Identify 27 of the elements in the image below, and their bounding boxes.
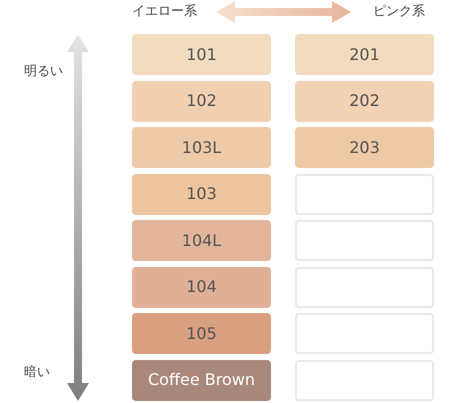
column-heading: ピンク系: [373, 3, 425, 21]
shade-box: [295, 34, 434, 75]
shade-label: 104: [186, 276, 217, 298]
axis-label: 暗い: [24, 364, 50, 382]
shade-box: [132, 313, 271, 354]
shade-box: [295, 80, 434, 122]
shade-label: 103: [186, 183, 217, 205]
shade-box: [132, 34, 271, 75]
shade-label: Coffee Brown: [148, 369, 255, 391]
shade-box: [132, 80, 271, 122]
shade-box: [132, 127, 271, 168]
shade-label: 202: [349, 90, 380, 112]
column-heading: イエロー系: [132, 3, 197, 21]
shade-box: [132, 360, 271, 400]
double-arrow: [216, 1, 351, 23]
shade-label: 105: [186, 322, 217, 344]
shade-box: [132, 220, 271, 261]
shade-label: 101: [186, 44, 217, 66]
shade-label: 104L: [182, 230, 222, 252]
axis-label: 明るい: [24, 63, 63, 81]
shade-box: [132, 174, 271, 214]
shade-label: 103L: [182, 136, 222, 158]
shade-label: 201: [349, 44, 380, 66]
shade-box: [132, 266, 271, 308]
shade-label: 102: [186, 90, 217, 112]
shade-box: [295, 127, 434, 168]
shade-label: 203: [349, 136, 380, 158]
